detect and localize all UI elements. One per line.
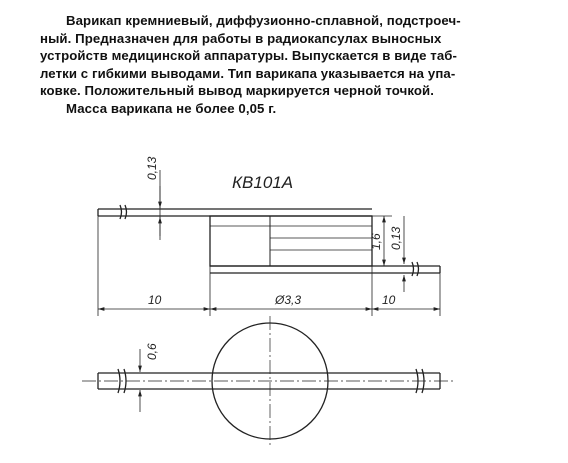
dim-right-lead-length: 10: [382, 293, 396, 307]
description-line-2: ный. Предназначен для работы в радиокапс…: [40, 30, 442, 46]
side-view: КВ101А: [97, 170, 441, 316]
description-line-1: Варикап кремниевый, диффузионно-сплавной…: [66, 13, 461, 28]
mass-note: Масса варикапа не более 0,05 г.: [66, 100, 277, 116]
dim-top-lead-thickness: 0,13: [145, 156, 159, 180]
dim-diameter: Ø3,3: [274, 293, 301, 307]
dim-height: 1,6: [369, 233, 383, 250]
dim-left-lead-length: 10: [148, 293, 162, 307]
description-line-3: устройств медицинской аппаратуры. Выпуск…: [40, 48, 458, 63]
dim-right-lead-thickness: 0,13: [389, 226, 403, 250]
tablet-body: [209, 215, 373, 267]
description-line-5: ковке. Положительный вывод маркируется ч…: [40, 83, 435, 98]
description-line-4: летки с гибкими выводами. Тип варикапа у…: [40, 65, 456, 81]
part-title: КВ101А: [232, 173, 293, 192]
description-text: Варикап кремниевый, диффузионно-сплавной…: [40, 12, 556, 117]
dim-lead-width: 0,6: [145, 343, 159, 360]
plan-view: [82, 316, 456, 448]
